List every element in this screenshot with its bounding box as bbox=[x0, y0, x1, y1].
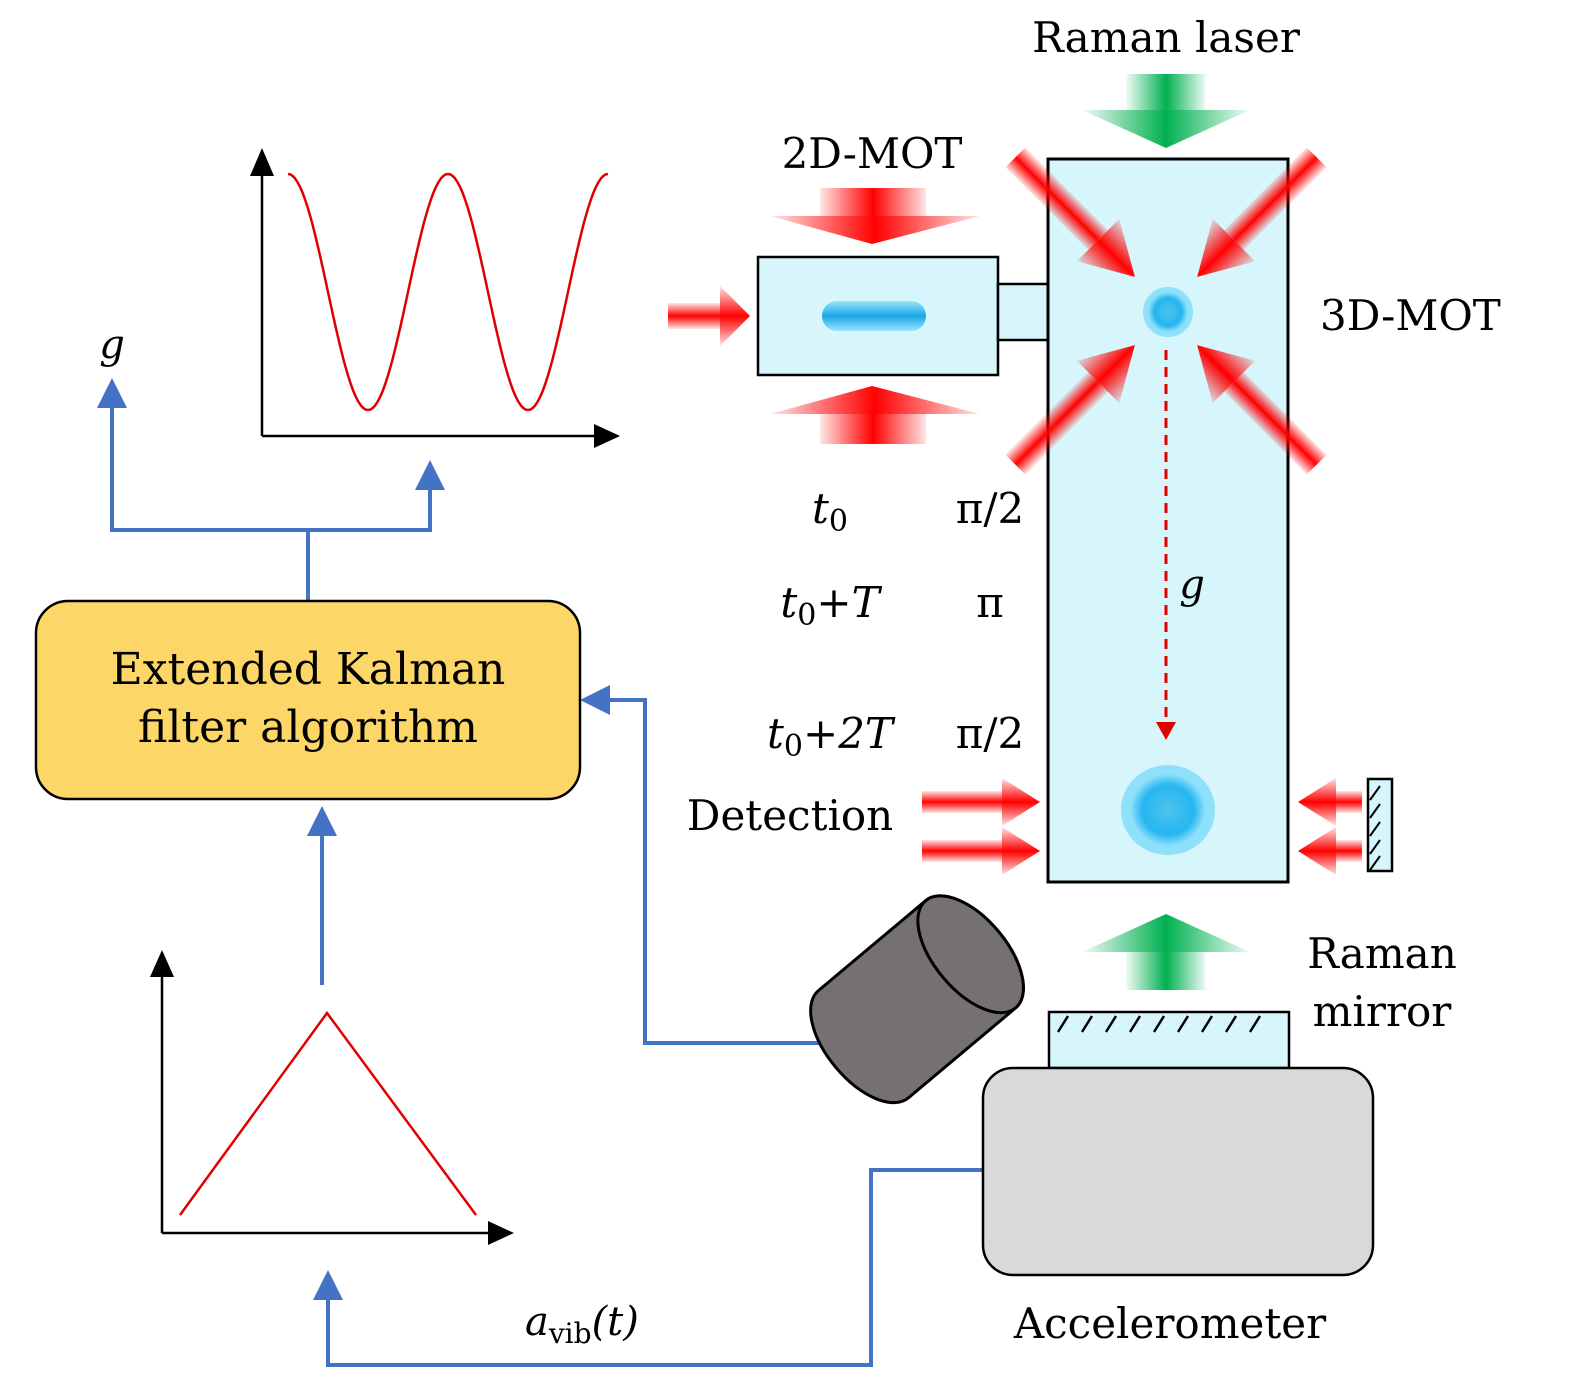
weight-x-axis-arrow-icon bbox=[488, 1221, 514, 1245]
photodetector bbox=[809, 894, 1025, 1105]
2d-mot-push-beam-icon bbox=[668, 286, 750, 346]
detector-input-arrow-icon bbox=[580, 685, 610, 715]
g-output-label: g bbox=[99, 322, 125, 368]
2d-mot-label: 2D-MOT bbox=[782, 129, 963, 178]
2d-mot-bottom-beam-icon bbox=[770, 386, 980, 444]
kalman-to-fringe-line bbox=[308, 485, 432, 532]
fringe-curve bbox=[287, 172, 609, 412]
accelerometer-signal-line bbox=[326, 1168, 983, 1367]
free-fall-arrow-icon bbox=[1156, 722, 1176, 740]
pulse-time-3: t0+2T bbox=[767, 709, 896, 764]
3d-mot-label: 3D-MOT bbox=[1320, 291, 1501, 340]
kalman-to-g-line bbox=[110, 400, 310, 600]
3d-mot-atom-cloud bbox=[1143, 287, 1193, 337]
3d-mot-chamber bbox=[1046, 157, 1290, 884]
detection-beam-right-top-icon bbox=[1298, 778, 1362, 826]
pulse-time-1: t0 bbox=[812, 484, 848, 539]
detection-beam-left-top-icon bbox=[922, 778, 1040, 826]
raman-laser-label: Raman laser bbox=[1032, 13, 1301, 62]
2d-mot-connector bbox=[996, 282, 1050, 342]
avib-symbol: a bbox=[525, 1299, 549, 1345]
detection-beam-left-bottom-icon bbox=[922, 827, 1040, 875]
raman-mirror-label-line1: Raman bbox=[1307, 929, 1457, 978]
weight-triangle-curve bbox=[178, 1010, 478, 1216]
2d-mot-atom-cloud bbox=[822, 301, 926, 331]
pulse-time-2: t0+T bbox=[780, 578, 882, 633]
vibration-weight-plot bbox=[150, 950, 514, 1245]
raman-mirror-label-line2: mirror bbox=[1313, 987, 1453, 1036]
kalman-filter-box: Extended Kalman filter algorithm bbox=[34, 599, 582, 801]
avib-argument: (t) bbox=[592, 1299, 639, 1345]
raman-retro-arrow-icon bbox=[1082, 914, 1250, 990]
kalman-label-line2: filter algorithm bbox=[138, 702, 478, 753]
pulse-phase-2: π bbox=[976, 578, 1004, 627]
fringe-y-axis-arrow-icon bbox=[250, 148, 274, 176]
detection-label: Detection bbox=[687, 791, 893, 840]
free-fall-g-label: g bbox=[1179, 562, 1205, 608]
g-output-arrow-icon bbox=[97, 378, 127, 408]
retro-reflector-mirror bbox=[1366, 777, 1394, 873]
detection-beam-right-bottom-icon bbox=[1298, 827, 1362, 875]
accelerometer-body bbox=[981, 1066, 1375, 1277]
signal-flow bbox=[110, 400, 983, 1367]
interference-fringe-plot bbox=[250, 148, 620, 448]
kalman-input-arrow-icon bbox=[307, 806, 337, 836]
avib-label: avib(t) bbox=[525, 1299, 639, 1350]
2d-mot-chamber bbox=[756, 255, 1000, 377]
pulse-phase-3: π/2 bbox=[956, 709, 1024, 758]
raman-mirror bbox=[1047, 1010, 1291, 1070]
pulse-sequence: t0 π/2 t0+T π t0+2T π/2 bbox=[767, 484, 1024, 764]
accelerometer-label: Accelerometer bbox=[1013, 1299, 1327, 1348]
2d-mot-top-beam-icon bbox=[770, 188, 980, 244]
fringe-x-axis-arrow-icon bbox=[594, 424, 620, 448]
detector-to-kalman-line bbox=[605, 698, 860, 1045]
detected-atom-cloud bbox=[1121, 765, 1215, 855]
pulse-phase-1: π/2 bbox=[956, 484, 1024, 533]
fringe-input-arrow-icon bbox=[415, 460, 445, 490]
avib-arrow-icon bbox=[313, 1270, 343, 1300]
weight-y-axis-arrow-icon bbox=[150, 950, 174, 977]
avib-subscript: vib bbox=[548, 1317, 592, 1350]
kalman-label-line1: Extended Kalman bbox=[111, 644, 506, 695]
raman-laser-arrow-icon bbox=[1082, 74, 1250, 148]
